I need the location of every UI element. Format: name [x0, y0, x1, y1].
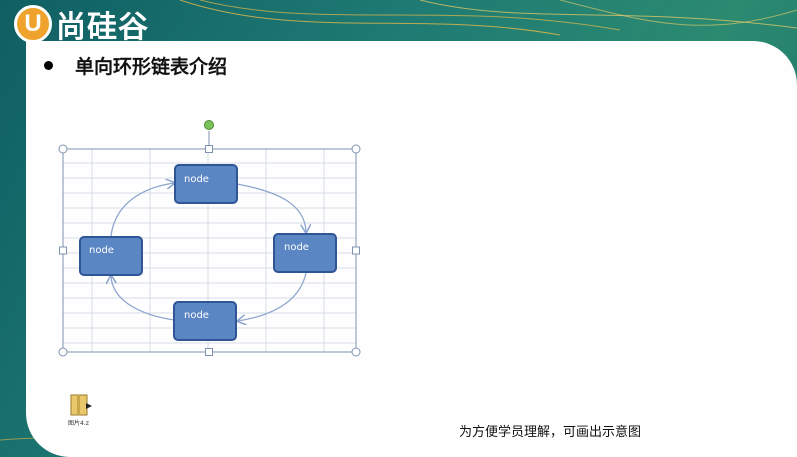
resize-handle-top[interactable]: [205, 145, 213, 153]
arrow-bottom-to-left: [111, 276, 175, 321]
node-label: node: [89, 245, 114, 256]
resize-handle-bottom-left[interactable]: [58, 347, 68, 357]
resize-handle-left[interactable]: [59, 246, 67, 255]
node-label: node: [184, 174, 209, 185]
arrow-left-to-top: [110, 183, 174, 237]
node-label: node: [284, 242, 309, 253]
node-top[interactable]: node: [174, 164, 238, 204]
heading-row: 单向环形链表介绍: [44, 52, 227, 79]
bullet-icon: [44, 61, 53, 70]
resize-handle-top-left[interactable]: [58, 144, 68, 154]
caption-text: 为方便学员理解，可画出示意图: [459, 425, 642, 440]
resize-handle-right[interactable]: [352, 246, 360, 255]
resize-handle-bottom[interactable]: [205, 348, 213, 356]
node-label: node: [184, 310, 209, 321]
brand-logo: U 尚硅谷: [14, 2, 149, 46]
node-right[interactable]: node: [273, 233, 337, 273]
node-bottom[interactable]: node: [173, 301, 237, 341]
slide-heading: 单向环形链表介绍: [75, 56, 228, 78]
attachment-label[interactable]: 图片4.z: [68, 420, 89, 427]
arrow-top-to-right: [236, 183, 306, 232]
arrow-right-to-bottom: [238, 272, 307, 321]
resize-handle-top-right[interactable]: [351, 144, 361, 154]
logo-text: 尚硅谷: [56, 10, 149, 45]
logo-mark: U: [14, 5, 52, 43]
archive-file-icon[interactable]: [68, 393, 94, 417]
node-left[interactable]: node: [79, 236, 143, 276]
rotate-handle[interactable]: [204, 120, 214, 130]
resize-handle-bottom-right[interactable]: [351, 347, 361, 357]
slide-canvas: [26, 41, 797, 457]
